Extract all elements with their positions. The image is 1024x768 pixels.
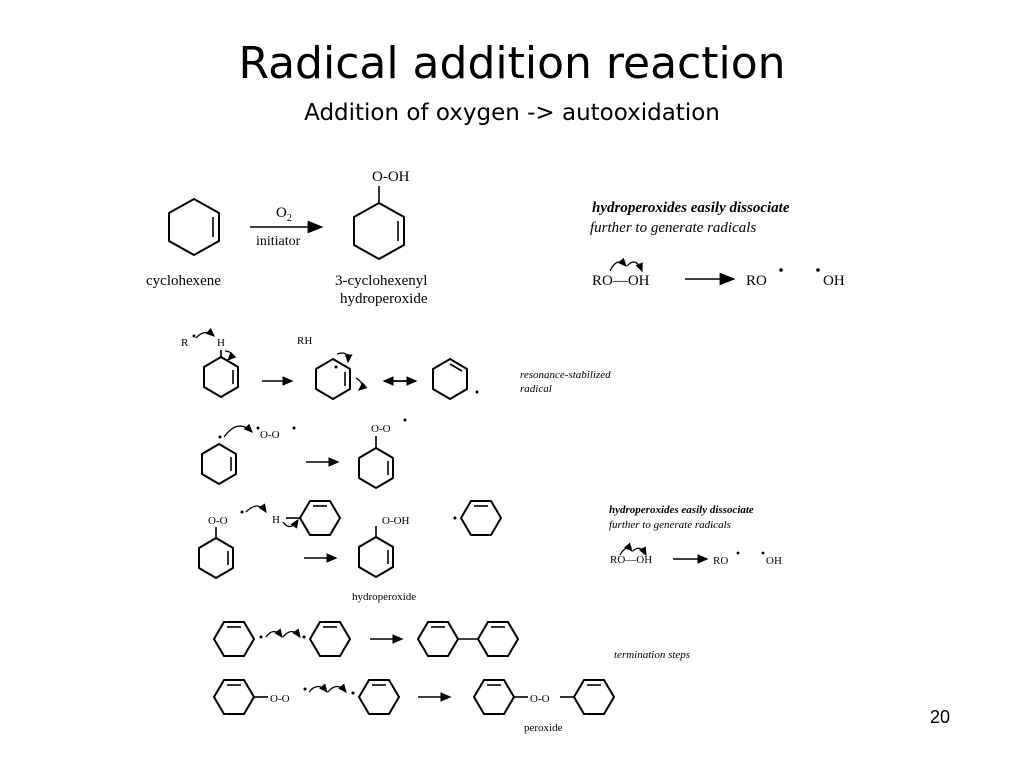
reagent-label: O2 [276,205,292,224]
allyl-radical-resonance [432,357,468,401]
allyl-radical-structure [315,357,351,401]
radical-dot [256,426,260,430]
electron-arrow [355,377,368,391]
peroxide-structure [472,679,616,715]
termination-product-name: peroxide [524,722,563,734]
step3-note-reactant: RO—OH [610,554,652,566]
step3-product-name: hydroperoxide [352,591,416,603]
electron-arrow [265,628,283,639]
reactant-name: cyclohexene [146,273,221,289]
cyclohexene-structure [203,350,239,399]
radical-dot [475,390,479,394]
radical-dot [292,426,296,430]
radical-dot [351,691,355,695]
radical-dot [192,334,196,338]
step3-h: H [272,514,280,526]
cyclohexene-structure [286,500,342,536]
allyl-radical-structure [459,500,503,536]
step3-product-group: O-OH [382,515,410,527]
radical-dot [736,551,740,555]
radical-dot [334,365,338,369]
radical-dot [761,551,765,555]
product-name-line2: hydroperoxide [340,291,428,307]
step1-note-line1: resonance-stabilized [520,369,611,381]
slide-subtitle: Addition of oxygen -> autooxidation [304,100,720,126]
radical-dot [403,418,407,422]
peroxyl-radical-structure [358,436,394,490]
note-product-1: RO [746,273,767,289]
allyl-radical-structure [357,679,401,715]
radical-dot [302,635,306,639]
note-reactant: RO—OH [592,273,650,289]
step3-note-product-2: OH [766,555,782,567]
electron-arrow [336,352,353,364]
electron-arrow [619,542,633,556]
step2-product-group: O-O [371,423,391,435]
peroxyl-radical-structure [198,527,234,580]
electron-arrow [626,261,643,273]
step2-oxygen: O-O [260,429,280,441]
step1-note-line2: radical [520,383,552,395]
condition-label: initiator [256,234,301,249]
radical-dot [779,268,783,272]
electron-arrow [327,683,347,694]
step3-peroxyl-group: O-O [208,515,228,527]
allyl-radical-structure [308,621,352,657]
cyclohexene-structure [168,197,220,257]
termination-product-group: O-O [530,693,550,705]
page-number: 20 [930,707,951,727]
allyl-radical-structure [212,621,256,657]
slide-title: Radical addition reaction [238,38,786,89]
electron-arrow [245,503,267,514]
note-product-2: OH [823,273,845,289]
electron-arrow [308,683,328,694]
step3-note-line1: hydroperoxides easily dissociate [609,504,754,516]
radical-dot [453,516,457,520]
note-line1: hydroperoxides easily dissociate [592,200,790,216]
hydroperoxide-structure [353,186,405,261]
dimer-structure [416,621,520,657]
radical-dot [240,510,244,514]
allyl-radical-structure [201,442,237,486]
product-group-label: O-OH [372,169,410,185]
electron-arrow [282,628,301,639]
product-name-line1: 3-cyclohexenyl [335,273,427,289]
radical-dot [259,635,263,639]
radical-dot [218,435,222,439]
electron-arrow [195,327,215,339]
electron-arrow [632,546,647,557]
electron-arrow [609,257,627,272]
step1-byproduct: RH [297,335,312,347]
peroxyl-radical-structure [212,679,268,715]
hydroperoxide-structure [358,526,394,579]
electron-arrow [223,423,253,438]
radical-dot [816,268,820,272]
termination-label: termination steps [614,649,690,661]
step1-r: R [181,337,189,349]
radical-dot [303,687,307,691]
termination-peroxyl-group: O-O [270,693,290,705]
note-line2: further to generate radicals [590,220,756,236]
electron-arrow [282,518,299,529]
electron-arrow [224,350,237,361]
step1-h: H [217,337,225,349]
step3-note-line2: further to generate radicals [609,519,731,531]
step3-note-product-1: RO [713,555,728,567]
